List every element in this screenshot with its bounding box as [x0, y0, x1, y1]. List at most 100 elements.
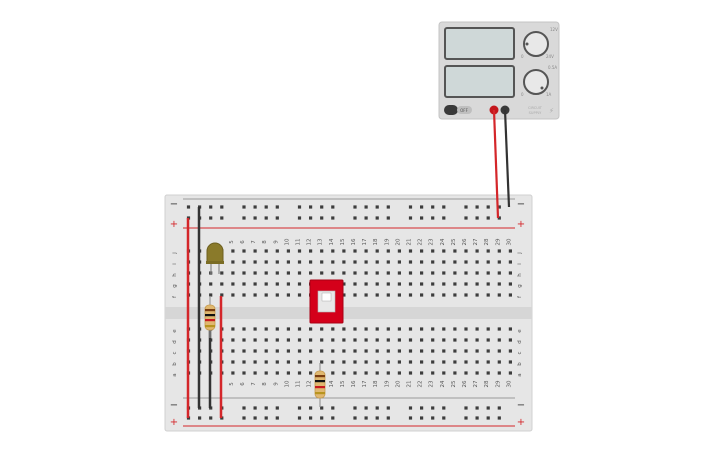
breadboard-hole[interactable] — [397, 338, 401, 342]
breadboard-hole[interactable] — [375, 338, 379, 342]
breadboard-hole[interactable] — [386, 338, 390, 342]
breadboard-hole[interactable] — [331, 360, 335, 364]
breadboard-hole[interactable] — [297, 371, 302, 375]
breadboard-hole[interactable] — [275, 349, 279, 353]
breadboard-hole[interactable] — [331, 327, 335, 331]
breadboard-hole[interactable] — [209, 216, 213, 220]
breadboard-hole[interactable] — [508, 338, 512, 342]
resistor-upper[interactable] — [204, 296, 216, 338]
breadboard-hole[interactable] — [286, 293, 290, 297]
breadboard-hole[interactable] — [408, 271, 413, 275]
breadboard-hole[interactable] — [286, 260, 290, 264]
breadboard-hole[interactable] — [375, 216, 379, 220]
breadboard-hole[interactable] — [364, 338, 368, 342]
breadboard-hole[interactable] — [464, 271, 468, 275]
breadboard-hole[interactable] — [320, 349, 324, 353]
breadboard-hole[interactable] — [320, 205, 324, 209]
breadboard-hole[interactable] — [309, 327, 313, 331]
breadboard-hole[interactable] — [309, 260, 313, 264]
breadboard-hole[interactable] — [408, 416, 413, 420]
breadboard-hole[interactable] — [331, 216, 335, 220]
breadboard-hole[interactable] — [408, 327, 413, 331]
breadboard-hole[interactable] — [464, 327, 468, 331]
breadboard-hole[interactable] — [275, 271, 279, 275]
breadboard-hole[interactable] — [475, 249, 479, 253]
breadboard-hole[interactable] — [231, 360, 235, 364]
breadboard-hole[interactable] — [331, 349, 335, 353]
breadboard-hole[interactable] — [386, 406, 390, 410]
resistor-lower-body[interactable] — [314, 370, 326, 399]
breadboard-hole[interactable] — [497, 293, 501, 297]
breadboard-hole[interactable] — [253, 349, 257, 353]
breadboard-hole[interactable] — [331, 371, 335, 375]
breadboard-hole[interactable] — [386, 416, 390, 420]
breadboard-hole[interactable] — [353, 338, 357, 342]
breadboard-hole[interactable] — [408, 216, 413, 220]
breadboard-hole[interactable] — [297, 260, 302, 264]
breadboard-hole[interactable] — [475, 416, 479, 420]
breadboard-hole[interactable] — [320, 260, 324, 264]
breadboard-hole[interactable] — [431, 406, 435, 410]
breadboard-hole[interactable] — [275, 260, 279, 264]
breadboard-hole[interactable] — [475, 216, 479, 220]
breadboard-hole[interactable] — [353, 260, 357, 264]
breadboard-hole[interactable] — [364, 416, 368, 420]
breadboard-hole[interactable] — [420, 416, 424, 420]
breadboard-hole[interactable] — [431, 371, 435, 375]
breadboard-hole[interactable] — [331, 406, 335, 410]
breadboard-hole[interactable] — [420, 282, 424, 286]
breadboard-hole[interactable] — [286, 371, 290, 375]
breadboard-hole[interactable] — [253, 249, 257, 253]
breadboard-hole[interactable] — [231, 371, 235, 375]
breadboard-hole[interactable] — [320, 360, 324, 364]
breadboard-hole[interactable] — [231, 271, 235, 275]
breadboard-hole[interactable] — [342, 260, 346, 264]
breadboard-hole[interactable] — [342, 293, 346, 297]
breadboard-hole[interactable] — [464, 216, 468, 220]
breadboard-hole[interactable] — [453, 260, 457, 264]
breadboard-hole[interactable] — [464, 349, 468, 353]
breadboard-hole[interactable] — [397, 327, 401, 331]
breadboard-hole[interactable] — [297, 271, 302, 275]
power-supply[interactable]: 12V 0 24V 0.5A 0 1A OFF CIRCUIT SUPPLY ⚡ — [438, 21, 560, 120]
breadboard-hole[interactable] — [309, 205, 313, 209]
breadboard-hole[interactable] — [442, 406, 446, 410]
breadboard-hole[interactable] — [475, 282, 479, 286]
breadboard-hole[interactable] — [297, 282, 302, 286]
breadboard-hole[interactable] — [497, 416, 501, 420]
breadboard-hole[interactable] — [486, 216, 490, 220]
breadboard-hole[interactable] — [375, 205, 379, 209]
breadboard-hole[interactable] — [420, 327, 424, 331]
breadboard-hole[interactable] — [242, 416, 246, 420]
breadboard-hole[interactable] — [275, 371, 279, 375]
voltage-knob[interactable] — [523, 31, 549, 57]
breadboard-hole[interactable] — [397, 260, 401, 264]
breadboard-hole[interactable] — [508, 360, 512, 364]
breadboard-hole[interactable] — [364, 216, 368, 220]
breadboard-hole[interactable] — [320, 249, 324, 253]
breadboard-hole[interactable] — [486, 338, 490, 342]
breadboard-hole[interactable] — [453, 249, 457, 253]
breadboard-hole[interactable] — [264, 293, 268, 297]
breadboard-hole[interactable] — [209, 282, 213, 286]
breadboard-hole[interactable] — [375, 271, 379, 275]
breadboard-hole[interactable] — [508, 293, 512, 297]
breadboard-hole[interactable] — [342, 371, 346, 375]
breadboard-hole[interactable] — [231, 282, 235, 286]
breadboard-hole[interactable] — [442, 293, 446, 297]
breadboard-hole[interactable] — [309, 406, 313, 410]
breadboard-hole[interactable] — [486, 360, 490, 364]
breadboard-hole[interactable] — [297, 360, 302, 364]
breadboard-hole[interactable] — [442, 416, 446, 420]
breadboard-hole[interactable] — [231, 338, 235, 342]
breadboard-hole[interactable] — [453, 271, 457, 275]
breadboard-hole[interactable] — [508, 371, 512, 375]
resistor-lower[interactable] — [314, 363, 326, 407]
breadboard-hole[interactable] — [486, 406, 490, 410]
breadboard-hole[interactable] — [264, 360, 268, 364]
breadboard-hole[interactable] — [353, 293, 357, 297]
breadboard-hole[interactable] — [431, 293, 435, 297]
breadboard-hole[interactable] — [397, 360, 401, 364]
breadboard-hole[interactable] — [508, 327, 512, 331]
breadboard-hole[interactable] — [420, 271, 424, 275]
